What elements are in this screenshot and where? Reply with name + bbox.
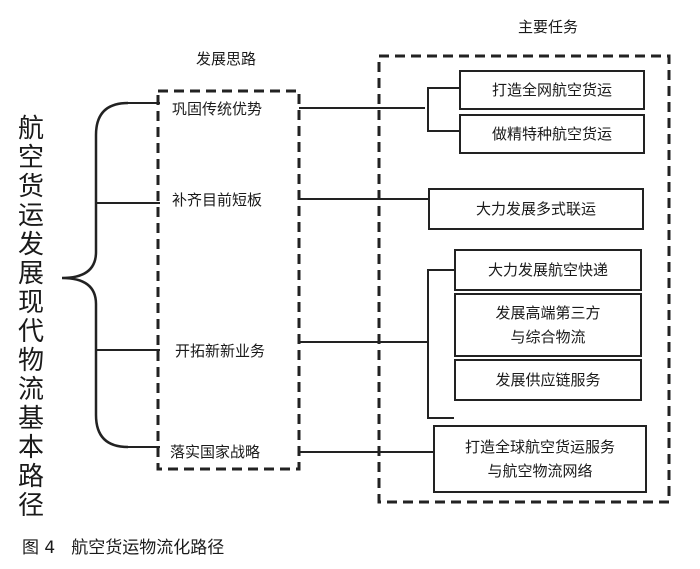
strategy-label-3: 开拓新新业务 (175, 340, 266, 361)
task-box-5: 发展高端第三方 与综合物流 (454, 293, 642, 357)
strategies-frame (156, 89, 301, 471)
left-header: 发展思路 (196, 50, 257, 68)
strategy-label-4: 落实国家战略 (170, 441, 261, 462)
figure-number: 图 4 (22, 538, 56, 558)
main-title: 航空货运发展现代物流基本路径 (17, 114, 44, 521)
task-box-6: 发展供应链服务 (454, 359, 642, 401)
figure-caption: 图 4 航空货运物流化路径 (22, 533, 224, 558)
task-box-7: 打造全球航空货运服务 与航空物流网络 (433, 425, 647, 493)
task-box-1: 打造全网航空货运 (459, 70, 645, 110)
task-box-2: 做精特种航空货运 (459, 114, 645, 154)
strategy-label-2: 补齐目前短板 (172, 189, 263, 210)
bracket-1 (427, 87, 459, 132)
task-box-3: 大力发展多式联运 (428, 188, 644, 230)
task-box-4: 大力发展航空快递 (454, 249, 642, 291)
main-brace (61, 101, 129, 449)
strategy-label-1: 巩固传统优势 (172, 98, 263, 119)
bracket-3 (427, 269, 454, 419)
right-header: 主要任务 (518, 18, 579, 36)
figure-caption-text: 航空货运物流化路径 (71, 538, 225, 558)
tasks-frame (377, 54, 671, 504)
